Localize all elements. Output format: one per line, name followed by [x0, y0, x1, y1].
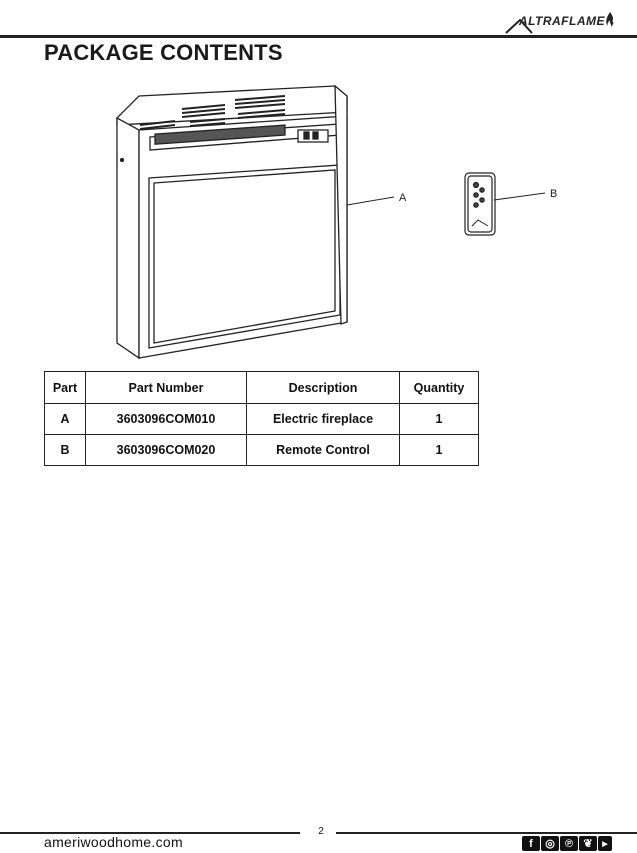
page-number: 2: [318, 826, 324, 837]
col-header-quantity: Quantity: [399, 371, 479, 404]
col-header-part: Part: [44, 371, 86, 404]
col-header-part-number: Part Number: [85, 371, 247, 404]
callout-a: A: [399, 192, 407, 204]
table-header-row: Part Part Number Description Quantity: [44, 371, 479, 404]
callout-b-line: [493, 192, 546, 201]
table-row: B 3603096COM020 Remote Control 1: [44, 434, 479, 466]
cell-part: B: [44, 434, 86, 466]
social-icons: f ◎ ℗ ❦ ▶: [522, 836, 612, 851]
facebook-icon[interactable]: f: [522, 836, 540, 851]
footer-rule-left: [0, 832, 300, 834]
pinterest-icon[interactable]: ℗: [560, 836, 578, 851]
instagram-icon[interactable]: ◎: [541, 836, 559, 851]
brand-logo: ALTRAFLAME: [519, 14, 605, 28]
brand-name: ALTRAFLAME: [518, 14, 605, 28]
callout-a-line: [346, 196, 395, 206]
package-illustration: A B: [116, 84, 557, 360]
footer-website-link[interactable]: ameriwoodhome.com: [44, 834, 183, 850]
cell-quantity: 1: [399, 403, 479, 435]
flame-icon: [606, 12, 614, 27]
twitter-icon[interactable]: ❦: [579, 836, 597, 851]
header-rule: [0, 35, 637, 38]
table-row: A 3603096COM010 Electric fireplace 1: [44, 403, 479, 435]
cell-description: Electric fireplace: [246, 403, 400, 435]
cell-part-number: 3603096COM020: [85, 434, 247, 466]
remote-control-illustration: [464, 172, 496, 236]
col-header-description: Description: [246, 371, 400, 404]
brand-swoosh: [505, 18, 533, 34]
footer-rule-right: [336, 832, 637, 834]
cell-description: Remote Control: [246, 434, 400, 466]
callout-b: B: [550, 188, 557, 200]
page-title: PACKAGE CONTENTS: [44, 40, 283, 65]
cell-quantity: 1: [399, 434, 479, 466]
fireplace-illustration: [116, 84, 348, 360]
youtube-icon[interactable]: ▶: [598, 836, 612, 851]
package-contents-table: Part Part Number Description Quantity A …: [44, 371, 479, 466]
cell-part-number: 3603096COM010: [85, 403, 247, 435]
cell-part: A: [44, 403, 86, 435]
